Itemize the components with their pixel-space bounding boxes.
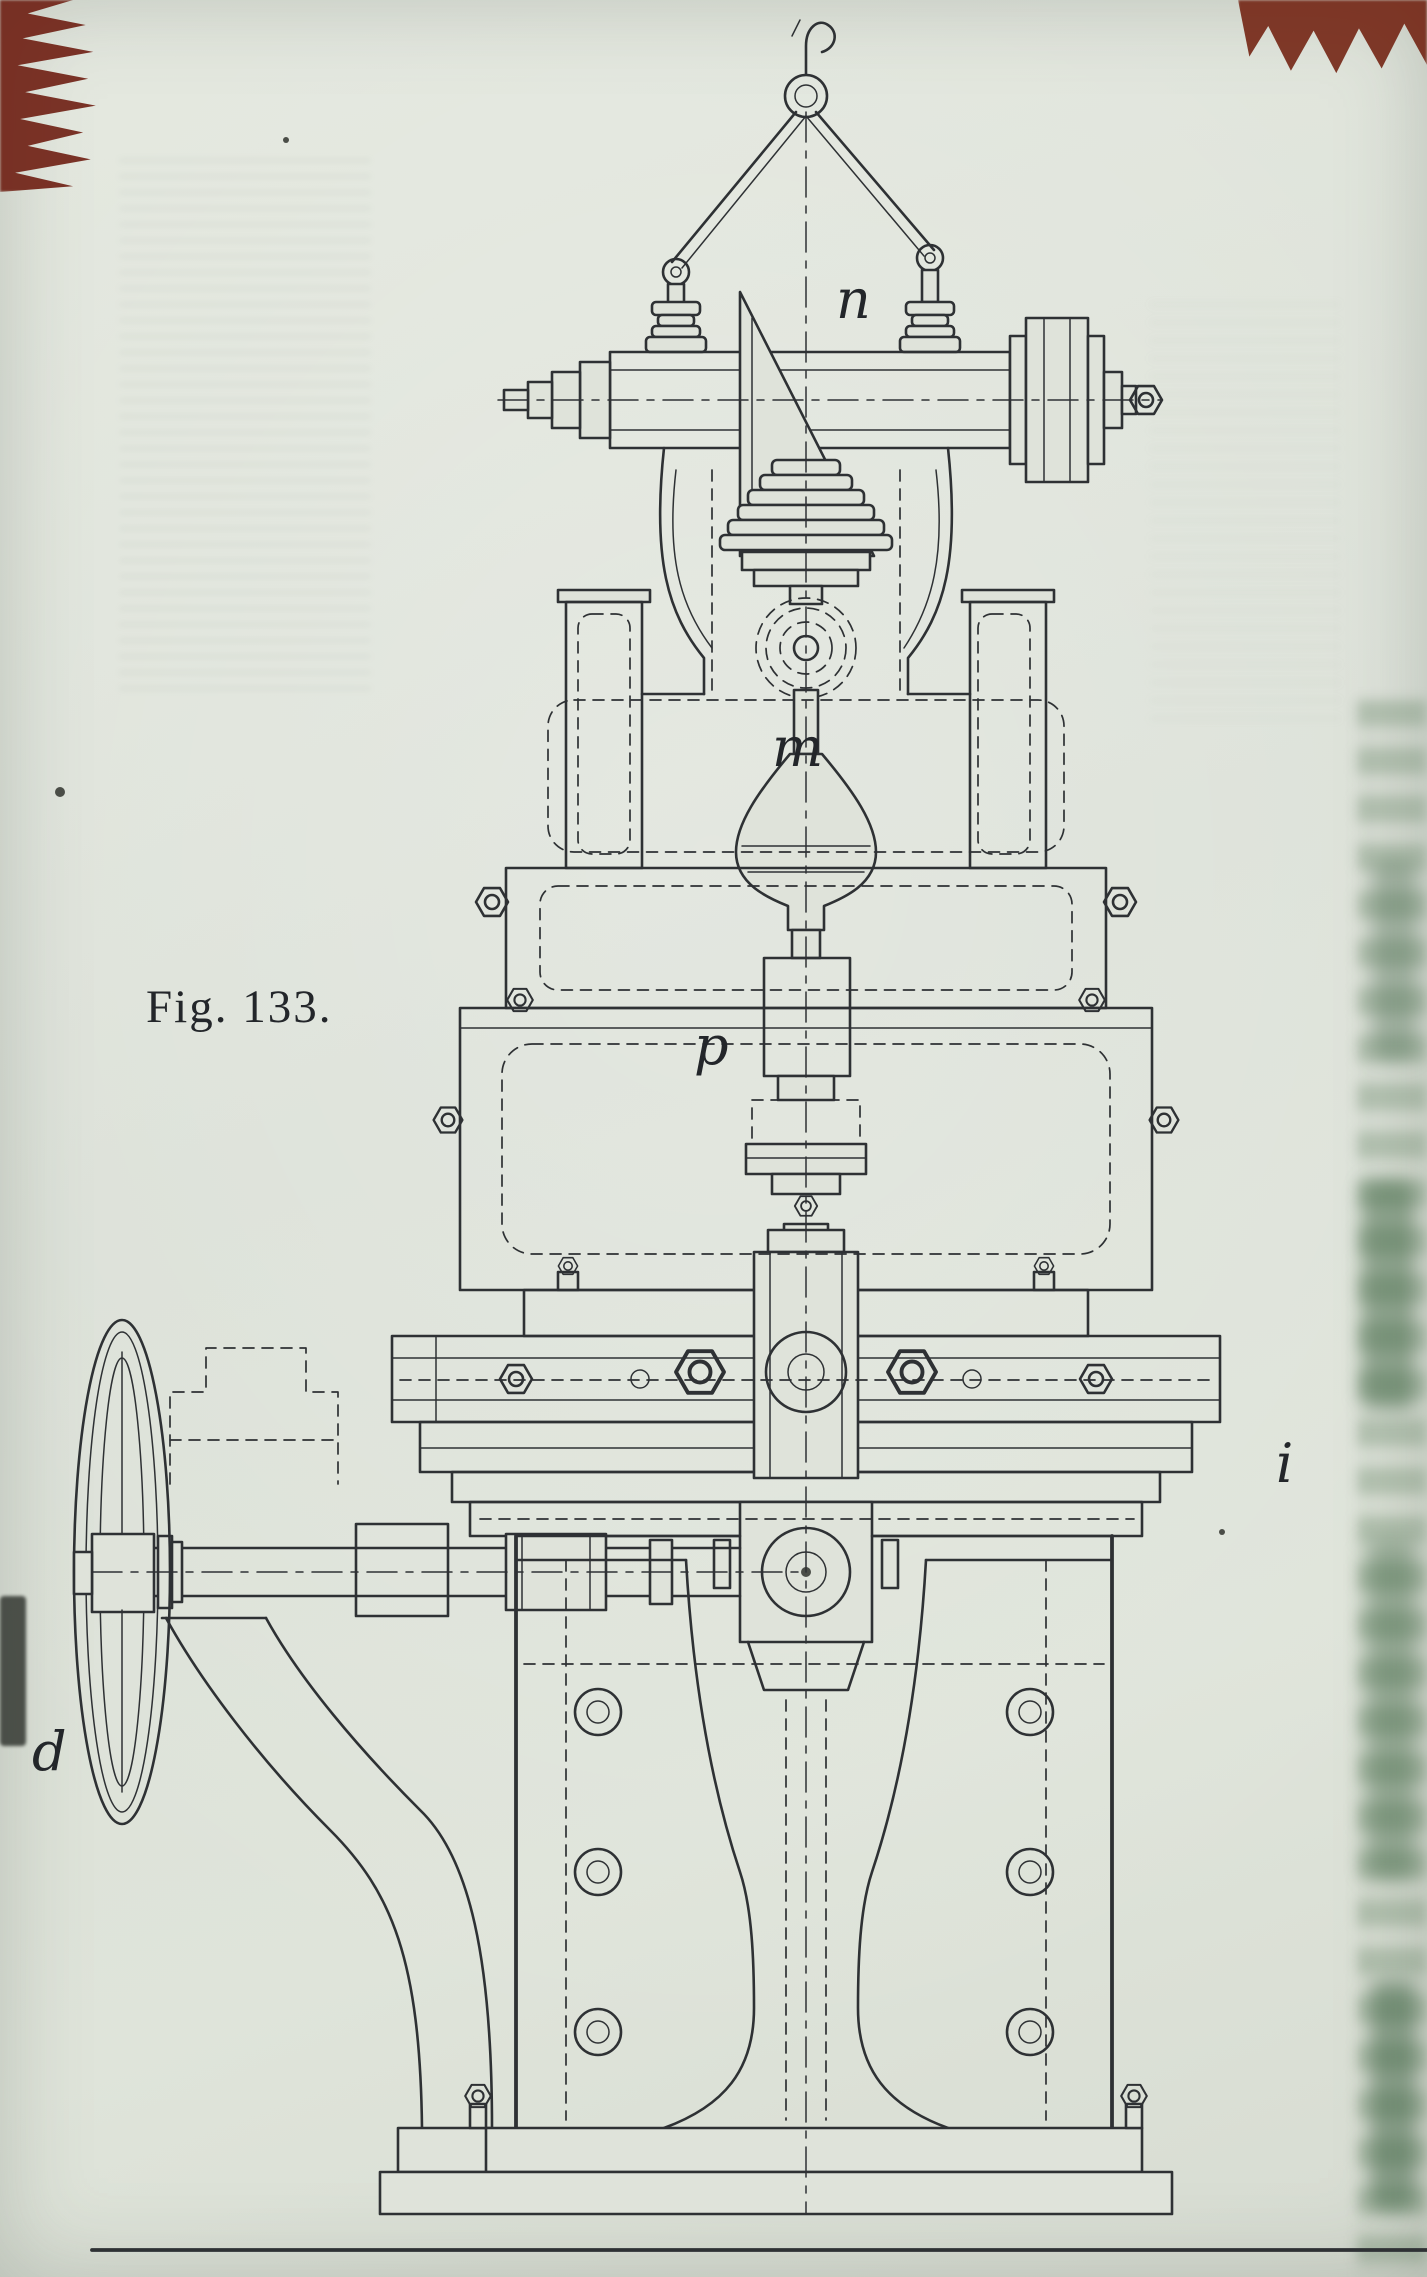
ink-specks bbox=[55, 137, 1225, 1535]
hidden-lines bbox=[169, 469, 1213, 2121]
figure-caption: Fig. 133. bbox=[146, 981, 333, 1033]
part-label-i: i bbox=[1276, 1432, 1293, 1495]
beam-cap-posts bbox=[644, 300, 962, 354]
base-plates bbox=[90, 2083, 1427, 2252]
centre-lines bbox=[91, 111, 1161, 2215]
part-labels: n m p i d bbox=[32, 268, 1293, 1783]
part-label-m: m bbox=[772, 716, 823, 779]
support-arm bbox=[160, 1616, 494, 2130]
part-label-d: d bbox=[32, 1720, 67, 1783]
pedestal bbox=[514, 1534, 1114, 2130]
part-label-p: p bbox=[694, 1014, 729, 1077]
part-label-n: n bbox=[836, 268, 871, 331]
hoist-tackle bbox=[661, 19, 945, 306]
